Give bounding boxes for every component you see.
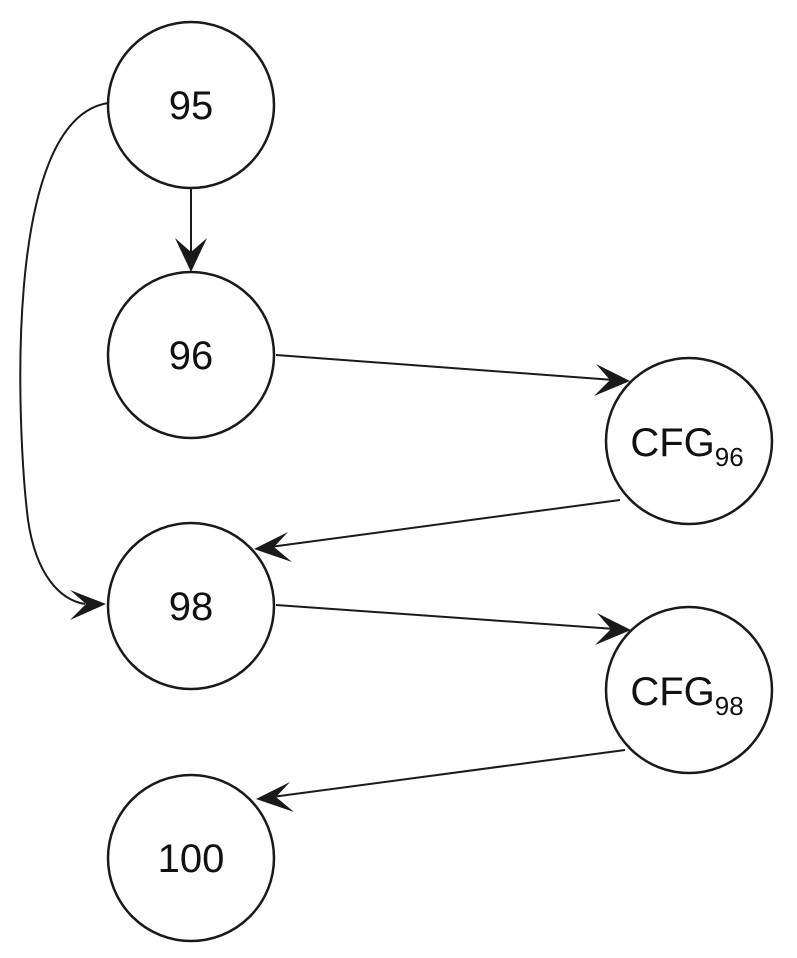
node-95-circle: [106, 20, 276, 190]
edge-98-to-cfg98: [275, 604, 631, 645]
node-cfg98-subscript: 98: [715, 691, 744, 721]
node-100-circle: [106, 773, 276, 943]
edge-96-to-cfg96: [275, 354, 630, 396]
node-cfg96-subscript: 96: [715, 442, 744, 472]
node-100-label: 100: [158, 837, 225, 881]
edges: [19, 102, 631, 812]
node-98-circle: [106, 521, 276, 691]
edge-95-to-98: [19, 102, 109, 620]
edge-95-to-96: [175, 188, 207, 272]
edge-cfg98-to-100: [256, 749, 626, 812]
node-cfg98-label: CFG98: [630, 670, 743, 721]
node-cfg96-label: CFG96: [630, 421, 743, 472]
node-100: 100: [106, 773, 276, 943]
node-96-circle: [106, 270, 276, 440]
node-98: 98: [106, 521, 276, 691]
node-cfg98: CFG98: [604, 605, 774, 775]
node-95-label: 95: [169, 84, 214, 128]
node-cfg96: CFG96: [604, 356, 774, 526]
edge-cfg96-to-98: [254, 499, 621, 562]
node-95: 95: [106, 20, 276, 190]
node-96-label: 96: [169, 334, 214, 378]
node-96: 96: [106, 270, 276, 440]
node-cfg98-main: CFG: [630, 670, 714, 714]
node-cfg96-circle: [604, 356, 774, 526]
node-cfg98-circle: [604, 605, 774, 775]
node-cfg96-main: CFG: [630, 421, 714, 465]
node-98-label: 98: [169, 585, 214, 629]
